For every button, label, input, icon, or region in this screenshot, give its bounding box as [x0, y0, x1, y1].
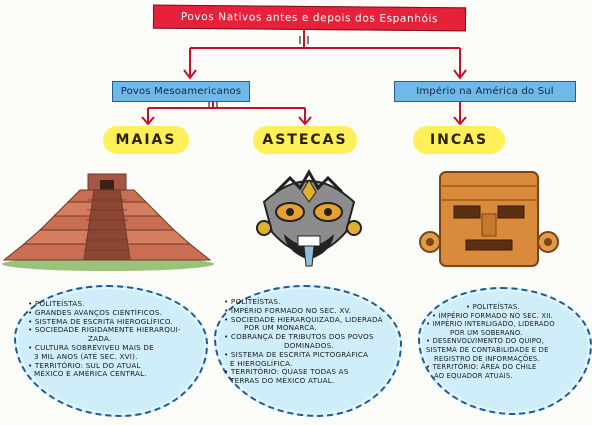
- note-line: • TERRITÓRIO: QUASE TODAS AS: [224, 367, 349, 377]
- note-line: REGISTRO DE INFORMAÇÕES.: [434, 354, 540, 363]
- notes-maias: • POLITEÍSTAS. • GRANDES AVANÇOS CIENTÍF…: [28, 299, 181, 379]
- cloud-maias: [14, 285, 208, 417]
- cloud-incas: [418, 287, 592, 415]
- notes-astecas: • POLITEÍSTAS. • IMPÉRIO FORMADO NO SEC.…: [224, 297, 383, 386]
- note-line: • CULTURA SOBREVIVEU MAIS DE: [28, 342, 154, 352]
- note-line: • IMPÉRIO FORMADO NO SEC. XV.: [224, 305, 352, 315]
- tag-incas: INCAS: [416, 129, 502, 151]
- note-line: AO EQUADOR ATUAIS.: [434, 371, 513, 380]
- note-line: • POLITEÍSTAS.: [224, 297, 281, 306]
- note-line: • TERRITÓRIO: SUL DO ATUAL: [28, 360, 141, 370]
- note-line: DOMINADOS.: [284, 340, 334, 350]
- note-line: • POLITEÍSTAS.: [466, 303, 520, 311]
- note-line: • SOCIEDADE RIGIDAMENTE HIERARQUI-: [28, 325, 181, 335]
- note-line: E HIEROGLÍFICA.: [230, 358, 293, 368]
- note-line: POR UM SOBERANO.: [450, 328, 523, 337]
- tag-maias: MAIAS: [106, 129, 186, 151]
- note-line: • IMPÉRIO INTERLIGADO, LIDERADO: [426, 320, 555, 329]
- note-line: • POLITEÍSTAS.: [28, 299, 85, 308]
- inca-mask-illustration: [419, 171, 559, 267]
- note-line: • DESENVOLVIMENTO DO QUIPO,: [426, 337, 544, 346]
- category-to-people-arrows: [141, 100, 467, 126]
- note-line: • GRANDES AVANÇOS CIENTÍFICOS.: [28, 307, 163, 317]
- mayan-pyramid-illustration: [2, 173, 214, 271]
- category-mesoamerican: Povos Mesoamericanos: [112, 81, 250, 102]
- category-south-america: Império na América do Sul: [394, 81, 576, 102]
- tag-astecas: ASTECAS: [256, 129, 354, 151]
- note-line: • SISTEMA DE ESCRITA HIEROGLÍFICO.: [28, 316, 173, 326]
- note-line: 3 MIL ANOS (ATÉ SEC. XVI).: [34, 351, 138, 361]
- aztec-mask-illustration: [256, 168, 362, 267]
- note-line: • IMPÉRIO FORMADO NO SEC. XII.: [432, 311, 554, 320]
- note-line: MÉXICO E AMÉRICA CENTRAL.: [34, 369, 147, 379]
- note-line: • TERRITÓRIO: ÁREA DO CHILE: [426, 363, 537, 372]
- note-line: • COBRANÇA DE TRIBUTOS DOS POVOS: [224, 332, 374, 342]
- note-line: • SISTEMA DE ESCRITA PICTOGRÁFICA: [224, 349, 369, 359]
- notes-incas: • POLITEÍSTAS. • IMPÉRIO FORMADO NO SEC.…: [426, 303, 555, 380]
- note-line: • SOCIEDADE HIERARQUIZADA, LIDERADA: [224, 314, 383, 324]
- note-line: TERRAS DO MÉXICO ATUAL.: [230, 376, 335, 386]
- title-to-categories-arrows: [183, 28, 467, 80]
- note-line: ZADA.: [88, 334, 112, 344]
- note-line: SISTEMA DE CONTABILIDADE E DE: [426, 345, 549, 354]
- note-line: POR UM MONARCA.: [244, 323, 317, 333]
- cloud-astecas: [214, 285, 402, 417]
